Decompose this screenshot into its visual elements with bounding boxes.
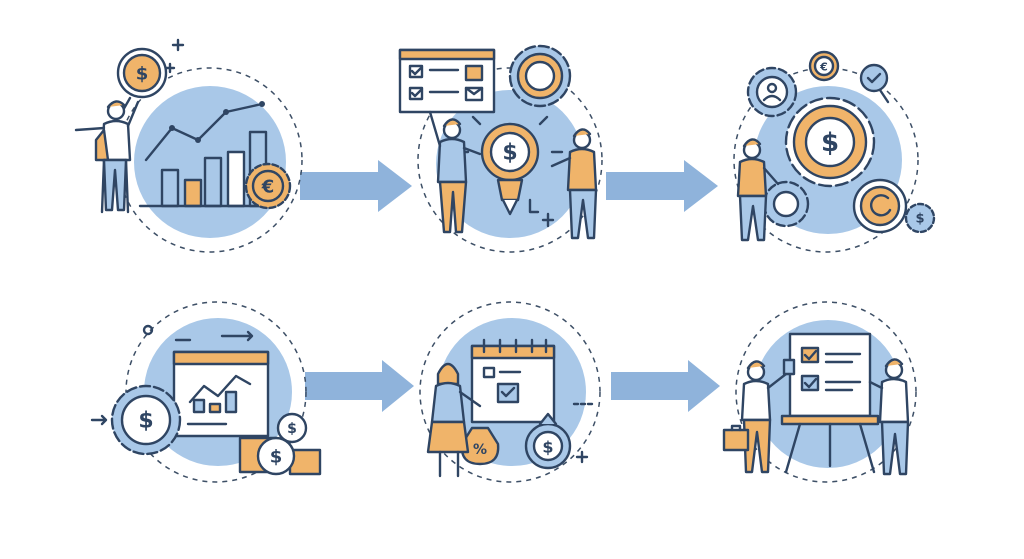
calendar-checklist-icon [470, 338, 556, 424]
easel-checklist-icon [780, 332, 880, 474]
dollar-symbol: $ [821, 128, 839, 158]
bar-icon [183, 178, 203, 208]
arrow-3 [305, 360, 414, 412]
magnifier-check-icon [859, 63, 890, 104]
arrow-4 [611, 360, 720, 412]
dashboard-window-icon [172, 350, 270, 438]
user-gear-icon [746, 66, 798, 118]
euro-gear-icon: € [244, 162, 292, 210]
bar-icon [226, 150, 246, 208]
bar-icon [160, 168, 180, 208]
dollar-symbol: $ [270, 447, 283, 468]
bar-icon [203, 156, 223, 208]
refresh-coin-icon [852, 178, 908, 234]
person-presenting [550, 128, 598, 240]
small-dollar-gear-icon: $ [904, 202, 936, 234]
dollar-symbol: $ [502, 141, 517, 166]
dollar-symbol: $ [136, 64, 149, 85]
magnifier-dollar-icon: $ [116, 47, 168, 114]
percent-symbol: % [473, 442, 487, 458]
person-pointing [74, 100, 140, 214]
step-4-dashboard: $ $ $ [90, 301, 322, 483]
step-5-calendar-plan: $ % [419, 301, 601, 483]
person-presenter [868, 358, 910, 476]
gear-icon [762, 180, 810, 228]
euro-coin-icon: € [808, 50, 840, 82]
dollar-gear-icon: $ [110, 384, 182, 456]
dollar-gear-icon: $ [784, 96, 876, 188]
euro-symbol: € [261, 177, 275, 198]
person-standing [736, 138, 780, 242]
dollar-symbol: $ [138, 409, 153, 434]
dollar-symbol: $ [287, 421, 297, 437]
euro-symbol: € [819, 61, 828, 74]
coin-stack-icon: $ $ [238, 412, 322, 476]
money-bag-dollar-icon: $ [524, 412, 572, 470]
checklist-window-icon [398, 48, 496, 114]
step-1-growth-chart: € $ [74, 38, 303, 253]
step-2-idea-gears: $ [398, 44, 603, 253]
dollar-symbol: $ [542, 438, 553, 457]
person-woman [426, 362, 482, 478]
person-with-briefcase [722, 358, 796, 474]
lightbulb-dollar-icon: $ [456, 115, 564, 216]
dollar-symbol: $ [915, 212, 924, 227]
person-raising-hand [428, 110, 482, 234]
step-6-presentation [722, 301, 917, 483]
arrow-1 [300, 160, 412, 212]
arrow-2 [606, 160, 718, 212]
gear-icon [508, 44, 572, 108]
step-3-gear-system: $ € $ [733, 50, 936, 253]
